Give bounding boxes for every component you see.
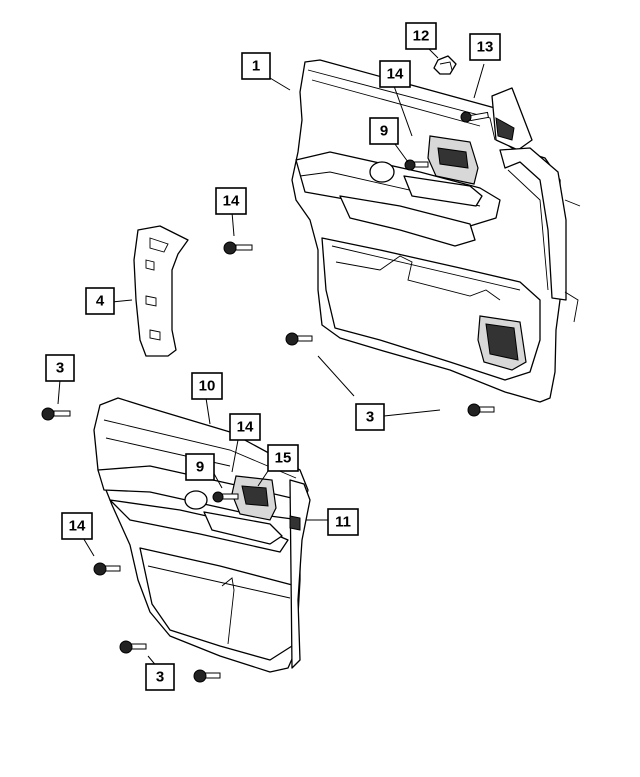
screw-3-front-lower	[285, 332, 313, 346]
callout-10-label: 10	[199, 378, 216, 395]
callout-13: 13	[469, 33, 501, 61]
callout-10: 10	[191, 372, 223, 400]
callout-1: 1	[241, 52, 271, 80]
callout-9-rear: 9	[185, 453, 215, 481]
callout-1-label: 1	[252, 58, 260, 75]
screw-3-rear-lower-right	[193, 669, 221, 683]
callout-14-left-label: 14	[223, 193, 240, 210]
screw-14-left	[223, 241, 253, 255]
callout-14-front-top-label: 14	[387, 66, 404, 83]
callout-9-front-label: 9	[380, 123, 388, 140]
leader-lines	[57, 47, 485, 669]
callout-15-label: 15	[275, 450, 292, 467]
screw-3-front-right	[467, 403, 495, 417]
callout-4: 4	[85, 287, 115, 315]
screw-14-rear-lower	[93, 562, 121, 576]
clip-part	[433, 55, 457, 75]
front-door-trim-panel	[291, 59, 581, 403]
callout-15: 15	[267, 444, 299, 472]
callout-3-bottom-label: 3	[156, 669, 164, 686]
callout-11-label: 11	[335, 514, 351, 531]
screw-13	[460, 111, 489, 123]
callout-3-center-label: 3	[366, 409, 374, 426]
callout-11: 11	[327, 508, 359, 536]
callout-13-label: 13	[477, 39, 494, 56]
callout-12: 12	[405, 22, 437, 50]
callout-4-label: 4	[96, 293, 105, 310]
screw-3-rear-lower-left	[119, 640, 147, 654]
pillar-trim-piece	[133, 225, 189, 357]
callout-9-front: 9	[369, 117, 399, 145]
rear-door-trim-panel	[93, 397, 311, 673]
callout-14-rear-left-label: 14	[69, 518, 86, 535]
callout-9-rear-label: 9	[196, 459, 204, 476]
callout-14-rear-left: 14	[61, 512, 93, 540]
callout-3-upper-left-label: 3	[56, 360, 64, 377]
callout-14-left: 14	[215, 187, 247, 215]
callout-3-bottom: 3	[145, 663, 175, 691]
screw-3-rear-upper	[41, 407, 71, 421]
callout-14-rear-top-label: 14	[237, 419, 254, 436]
callout-14-front-top: 14	[379, 60, 411, 88]
callout-3-center: 3	[355, 403, 385, 431]
screw-14-front-upper	[404, 159, 429, 171]
callout-12-label: 12	[413, 28, 430, 45]
callout-3-upper-left: 3	[45, 354, 75, 382]
callout-14-rear-top: 14	[229, 413, 261, 441]
screw-14-rear-upper	[212, 491, 239, 503]
